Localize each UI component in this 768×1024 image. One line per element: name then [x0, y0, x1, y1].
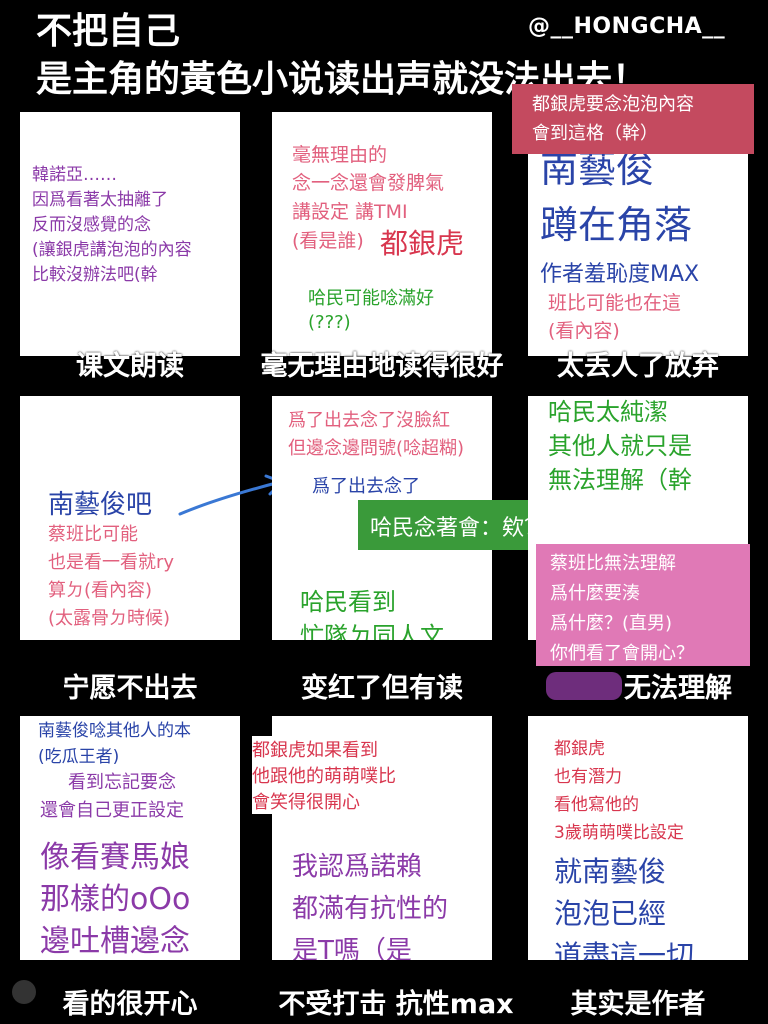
panel-8-red-text: 都銀虎如果看到 他跟他的萌萌噗比 會笑得很開心	[252, 736, 492, 814]
panel-8-red-line: 他跟他的萌萌噗比	[252, 762, 396, 788]
panel-1-line: (讓銀虎講泡泡的內容	[32, 240, 192, 260]
panel-7: 南藝俊唸其他人的本 (吃瓜王者) 看到忘記要念 還會自己更正設定 像看賽馬娘 那…	[20, 716, 240, 960]
panel-6-note: 蔡班比無法理解 爲什麼要湊 爲什麼？(直男) 你們看了會開心？	[536, 544, 750, 666]
panel-7-big-line: 那樣的oOo	[40, 882, 191, 917]
panel-9-red-line: 也有潛力	[554, 767, 622, 787]
panel-9-red-line: 都銀虎	[554, 739, 605, 759]
panel-3-big-line: 南藝俊	[540, 147, 655, 191]
panel-9-caption: 其实是作者	[570, 989, 706, 1020]
redaction-scribble	[546, 672, 622, 700]
panel-9-blue-line: 泡泡已經	[554, 897, 667, 930]
panel-9-red-line: 看他寫他的	[554, 795, 639, 815]
panel-7-caption: 看的很开心	[62, 989, 198, 1020]
panel-2-line: 念一念還會發脾氣	[292, 172, 445, 194]
panel-2-line: (看是誰)	[292, 230, 364, 252]
panel-7-purple-line: 還會自己更正設定	[40, 800, 184, 821]
panel-6-note-line: 你們看了會開心？	[550, 643, 694, 664]
watermark-logo	[12, 980, 36, 1004]
panel-8-red-line: 都銀虎如果看到	[252, 736, 378, 762]
panel-4-pink-line: 算ㄉ(看內容)	[48, 580, 153, 601]
panel-4-blue-line: 南藝俊吧	[48, 490, 153, 520]
panel-8-caption: 不受打击 抗性max	[278, 989, 514, 1020]
panel-1: 韓諾亞…… 因爲看著太抽離了 反而沒感覺的念 (讓銀虎講泡泡的內容 比較沒辦法吧…	[20, 112, 240, 356]
panel-3-note-line: 都銀虎要念泡泡內容	[532, 94, 694, 115]
panel-4: 南藝俊吧 蔡班比可能 也是看一看就ry 算ㄉ(看內容) (太露骨ㄉ時候)	[20, 396, 240, 640]
panel-3-pink-line: (看內容)	[548, 320, 620, 342]
panel-9-blue-line: 道盡這一切	[554, 939, 695, 960]
panel-3-mid-line: 作者羞恥度MAX	[540, 262, 700, 287]
panel-3-caption: 太丢人了放弃	[557, 351, 719, 382]
panel-4-pink-line: 也是看一看就ry	[48, 552, 175, 573]
panel-8-purple-line: 都滿有抗性的	[292, 894, 449, 924]
panel-2-green-line: (???)	[308, 312, 351, 333]
panel-2-green-line: 哈民可能唸滿好	[308, 288, 434, 309]
panel-3-big-line: 蹲在角落	[540, 203, 693, 247]
panel-5-caption: 变红了但有读	[301, 673, 463, 704]
panel-9-blue-line: 就南藝俊	[554, 855, 667, 888]
panel-7-purple-line: 看到忘記要念	[68, 772, 176, 793]
panel-9: 都銀虎 也有潛力 看他寫他的 3歲萌萌噗比設定 就南藝俊 泡泡已經 道盡這一切	[528, 716, 748, 960]
panel-7-big-line: 邊吐槽邊念	[40, 924, 190, 959]
panel-3-note: 都銀虎要念泡泡內容 會到這格（幹）	[512, 84, 754, 154]
panel-6-caption: 无法理解	[624, 673, 732, 704]
panel-8-purple-line: 是T嗎（是	[292, 936, 412, 960]
panel-8-red-line: 會笑得很開心	[252, 788, 360, 814]
panel-4-pink-line: 蔡班比可能	[48, 524, 138, 545]
panel-6-note-line: 蔡班比無法理解	[550, 553, 676, 574]
panel-1-line: 反而沒感覺的念	[32, 215, 151, 235]
panel-5-blue-line: 爲了出去念了	[312, 476, 420, 497]
panel-3-pink-line: 班比可能也在這	[548, 292, 682, 314]
panel-2-caption: 毫无理由地读得很好	[260, 351, 504, 382]
panel-5-green-line: 哈民看到	[300, 588, 396, 616]
panel-2: 毫無理由的 念一念還會發脾氣 講設定 講TMI (看是誰) 都銀虎 哈民可能唸滿…	[272, 112, 492, 356]
panel-6-note-line: 爲什麼？(直男)	[550, 613, 673, 634]
panel-1-line: 因爲看著太抽離了	[32, 190, 168, 210]
panel-1-caption: 课文朗读	[76, 351, 184, 382]
panel-6-green-line: 無法理解（幹	[548, 466, 692, 494]
panel-1-line: 韓諾亞……	[32, 165, 117, 185]
panel-5-pink-line: 爲了出去念了沒臉紅	[288, 410, 450, 431]
panel-6-note-line: 爲什麼要湊	[550, 583, 640, 604]
panel-7-blue-line: 南藝俊唸其他人的本	[38, 721, 191, 741]
panel-5-pink-line: 但邊念邊問號(唸超糊)	[288, 438, 465, 459]
panel-4-pink-line: (太露骨ㄉ時候)	[48, 608, 171, 629]
panel-4-caption: 宁愿不出去	[62, 673, 198, 704]
panel-2-name: 都銀虎	[380, 227, 465, 260]
panel-6-green-line: 其他人就只是	[548, 432, 692, 460]
panel-7-big-line: 像看賽馬娘	[40, 840, 190, 875]
panel-9-red-line: 3歲萌萌噗比設定	[554, 823, 684, 843]
author-handle: @__HONGCHA__	[528, 14, 726, 39]
panel-2-line: 毫無理由的	[292, 144, 388, 166]
panel-2-line: 講設定 講TMI	[292, 201, 408, 223]
panel-3-note-line: 會到這格（幹）	[532, 123, 658, 144]
panel-8-purple-line: 我認爲諾賴	[292, 852, 423, 882]
panel-1-line: 比較沒辦法吧(幹	[32, 265, 158, 285]
panel-7-blue-line: (吃瓜王者)	[38, 747, 120, 767]
title-line-1: 不把自己	[36, 11, 181, 52]
panel-6-green-line: 哈民太純潔	[548, 398, 668, 426]
panel-5-green-line: 忙隊ㄉ同人文	[300, 622, 444, 640]
